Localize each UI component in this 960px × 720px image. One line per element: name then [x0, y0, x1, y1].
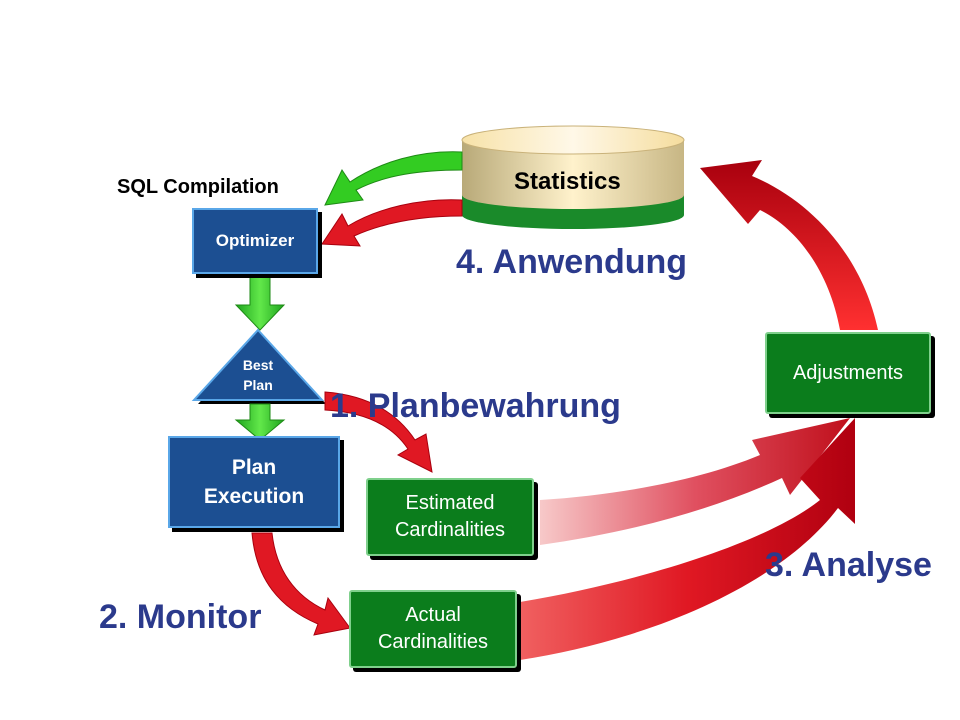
red-arrow-plan-to-estimated [324, 391, 433, 473]
step-4-label: 4. Anwendung [456, 243, 688, 281]
step-3-label: 3. Analyse [765, 546, 932, 584]
estimated-cardinalities-box: Estimated Cardinalities [366, 478, 534, 556]
red-arrow-estimated-to-adjustments [540, 418, 850, 545]
estimated-line-1: Estimated [405, 492, 495, 514]
best-plan-triangle [191, 328, 326, 404]
optimizer-box: Optimizer [192, 208, 318, 274]
red-arrow-statistics-to-optimizer [321, 199, 463, 247]
step-1-label: 1. Planbewahrung [330, 387, 621, 425]
plan-execution-box: Plan Execution [168, 436, 340, 528]
optimizer-label: Optimizer [215, 231, 295, 250]
red-arrow-execution-to-actual [251, 532, 351, 636]
actual-cardinalities-box: Actual Cardinalities [349, 590, 517, 668]
best-plan-label: Best Plan [230, 355, 286, 395]
red-arrow-actual-to-adjustments [520, 418, 855, 660]
green-arrow-statistics-to-optimizer [324, 151, 463, 206]
actual-line-2: Cardinalities [377, 631, 489, 653]
adjustments-label: Adjustments [792, 361, 904, 384]
green-arrow-optimizer-to-plan [234, 275, 286, 331]
statistics-cylinder [461, 125, 685, 229]
best-plan-line-1: Best [242, 357, 274, 373]
plan-execution-line-1: Plan [231, 456, 277, 479]
green-arrow-plan-to-execution [234, 403, 286, 441]
sql-compilation-label: SQL Compilation [117, 176, 279, 198]
red-arrow-adjustments-to-statistics [700, 160, 878, 330]
step-2-label: 2. Monitor [99, 598, 262, 636]
estimated-line-2: Cardinalities [394, 519, 506, 541]
plan-execution-line-2: Execution [203, 485, 305, 508]
statistics-label: Statistics [514, 168, 621, 195]
adjustments-box: Adjustments [765, 332, 931, 414]
best-plan-line-2: Plan [243, 377, 273, 393]
actual-line-1: Actual [405, 604, 461, 626]
